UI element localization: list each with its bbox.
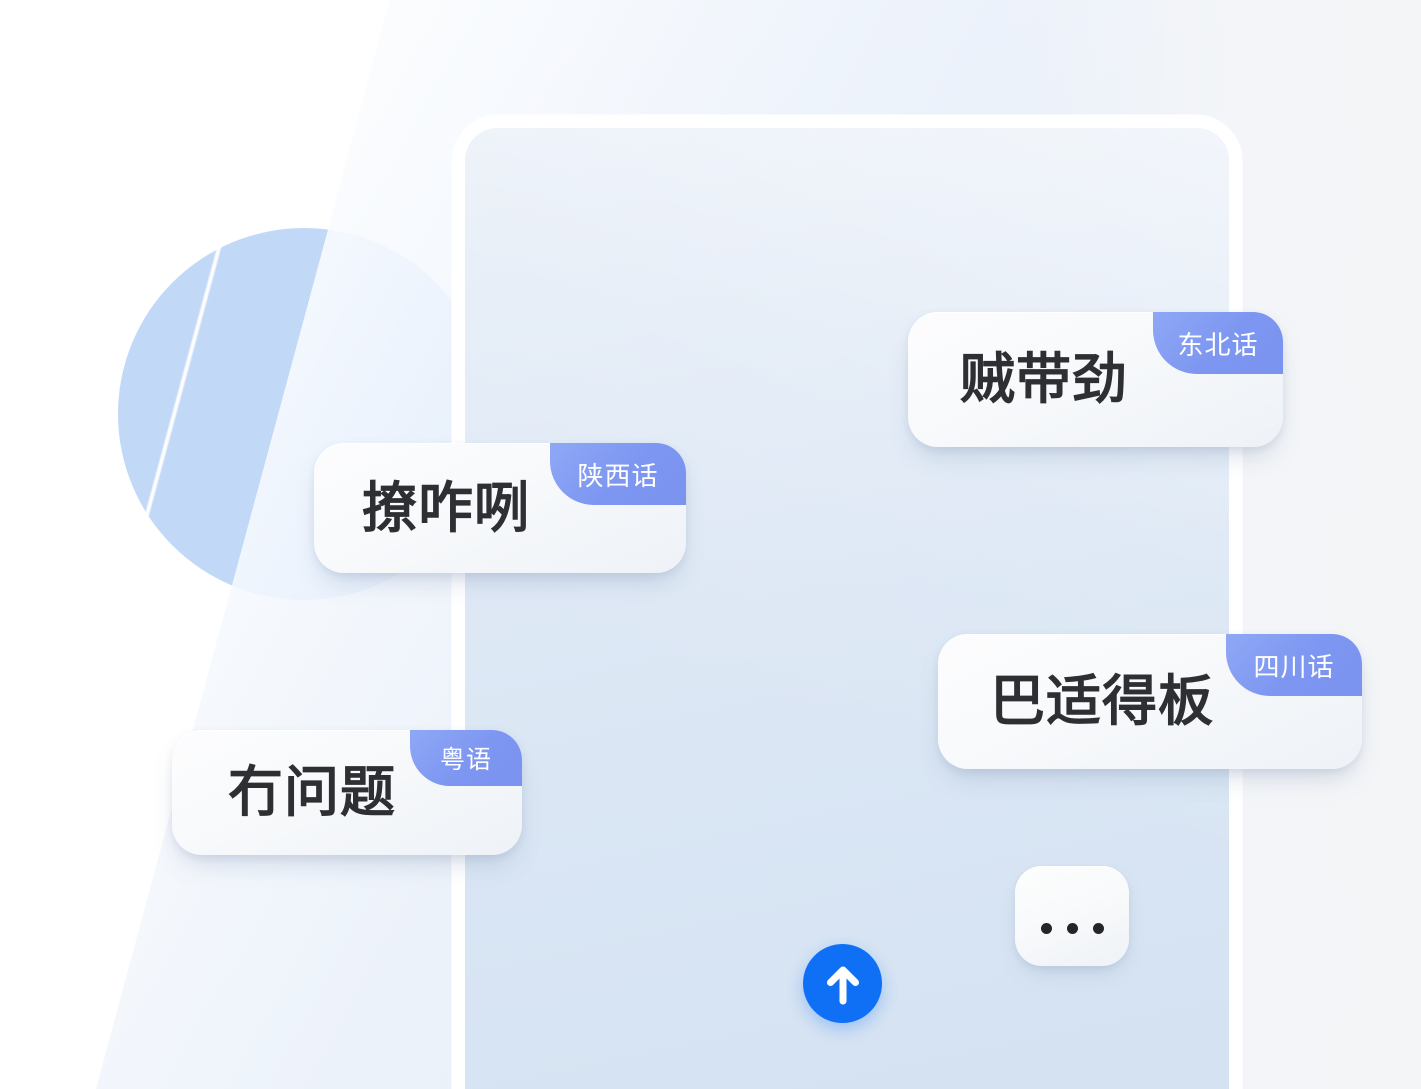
dialect-card[interactable]: 撩咋咧 陕西话 xyxy=(314,443,686,573)
send-button[interactable] xyxy=(803,944,882,1023)
dialect-card-text: 贼带劲 xyxy=(960,348,1129,410)
dialect-card-text: 巴适得板 xyxy=(990,670,1215,732)
more-button[interactable] xyxy=(1015,866,1129,966)
dialect-card[interactable]: 巴适得板 四川话 xyxy=(938,634,1362,769)
dialect-badge: 东北话 xyxy=(1153,312,1283,374)
dialect-badge: 陕西话 xyxy=(550,443,686,505)
dialect-card-text: 冇问题 xyxy=(228,761,397,823)
dialect-badge: 四川话 xyxy=(1226,634,1362,696)
dialect-card-text: 撩咋咧 xyxy=(362,476,531,539)
ellipsis-icon xyxy=(1015,923,1129,934)
dialect-badge: 粤语 xyxy=(410,730,522,786)
dialect-card[interactable]: 贼带劲 东北话 xyxy=(908,312,1283,447)
arrow-up-icon xyxy=(823,963,863,1005)
dialect-card[interactable]: 冇问题 粤语 xyxy=(172,730,522,855)
